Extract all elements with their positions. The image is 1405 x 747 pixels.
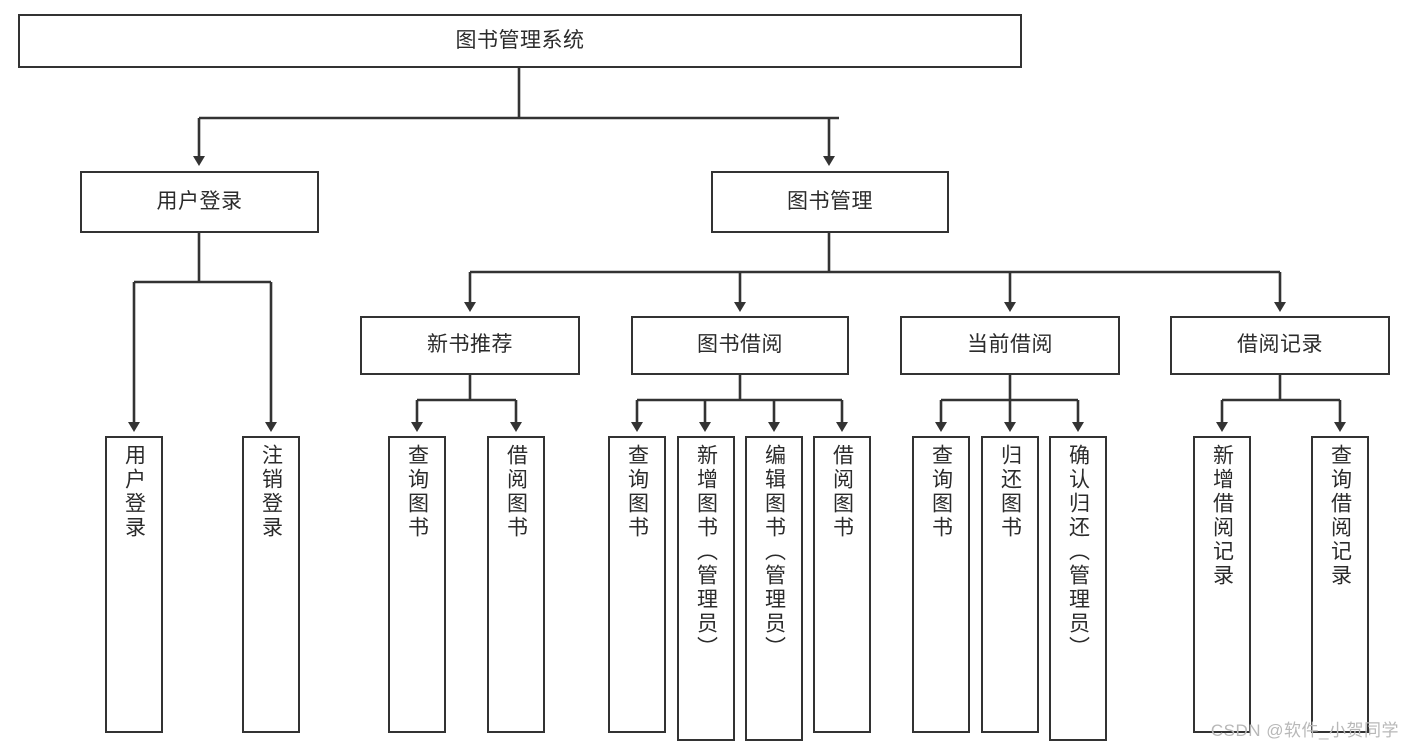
node-label: 借阅图书 (830, 444, 854, 540)
node-label: 图书借阅 (697, 333, 783, 357)
node-label: 查询图书 (625, 444, 649, 540)
leaf-confirm-return[interactable]: 确认归还（管理员） (1049, 436, 1107, 741)
node-label: 查询图书 (405, 444, 429, 540)
leaf-return-book[interactable]: 归还图书 (981, 436, 1039, 733)
leaf-user-logout[interactable]: 注销登录 (242, 436, 300, 733)
node-root-book-management-system[interactable]: 图书管理系统 (18, 14, 1022, 68)
node-new-book-recommend[interactable]: 新书推荐 (360, 316, 580, 375)
node-label: 查询借阅记录 (1328, 444, 1352, 588)
watermark: CSDN @软件_小贺同学 (1210, 721, 1399, 740)
node-book-manage[interactable]: 图书管理 (711, 171, 949, 233)
node-label: 查询图书 (929, 444, 953, 540)
node-current-borrow[interactable]: 当前借阅 (900, 316, 1120, 375)
leaf-borrow-book-1[interactable]: 借阅图书 (487, 436, 545, 733)
leaf-add-book[interactable]: 新增图书（管理员） (677, 436, 735, 741)
node-label: 编辑图书（管理员） (762, 444, 786, 660)
node-borrow-record[interactable]: 借阅记录 (1170, 316, 1390, 375)
node-label: 归还图书 (998, 444, 1022, 540)
node-label: 新书推荐 (427, 333, 513, 357)
node-label: 新增图书（管理员） (694, 444, 718, 660)
node-label: 图书管理系统 (455, 28, 585, 52)
node-label: 注销登录 (259, 444, 283, 540)
node-label: 确认归还（管理员） (1066, 444, 1090, 660)
node-label: 当前借阅 (967, 333, 1053, 357)
node-label: 借阅记录 (1237, 333, 1323, 357)
node-user-login[interactable]: 用户登录 (80, 171, 319, 233)
node-label: 用户登录 (122, 444, 146, 540)
leaf-query-book-2[interactable]: 查询图书 (608, 436, 666, 733)
node-label: 用户登录 (156, 189, 243, 213)
node-book-borrow[interactable]: 图书借阅 (631, 316, 849, 375)
leaf-query-record[interactable]: 查询借阅记录 (1311, 436, 1369, 733)
leaf-edit-book[interactable]: 编辑图书（管理员） (745, 436, 803, 741)
node-label: 新增借阅记录 (1210, 444, 1234, 588)
node-label: 图书管理 (787, 189, 873, 213)
leaf-user-login[interactable]: 用户登录 (105, 436, 163, 733)
leaf-query-book-1[interactable]: 查询图书 (388, 436, 446, 733)
node-label: 借阅图书 (504, 444, 528, 540)
leaf-borrow-book-2[interactable]: 借阅图书 (813, 436, 871, 733)
leaf-add-record[interactable]: 新增借阅记录 (1193, 436, 1251, 733)
leaf-query-book-3[interactable]: 查询图书 (912, 436, 970, 733)
